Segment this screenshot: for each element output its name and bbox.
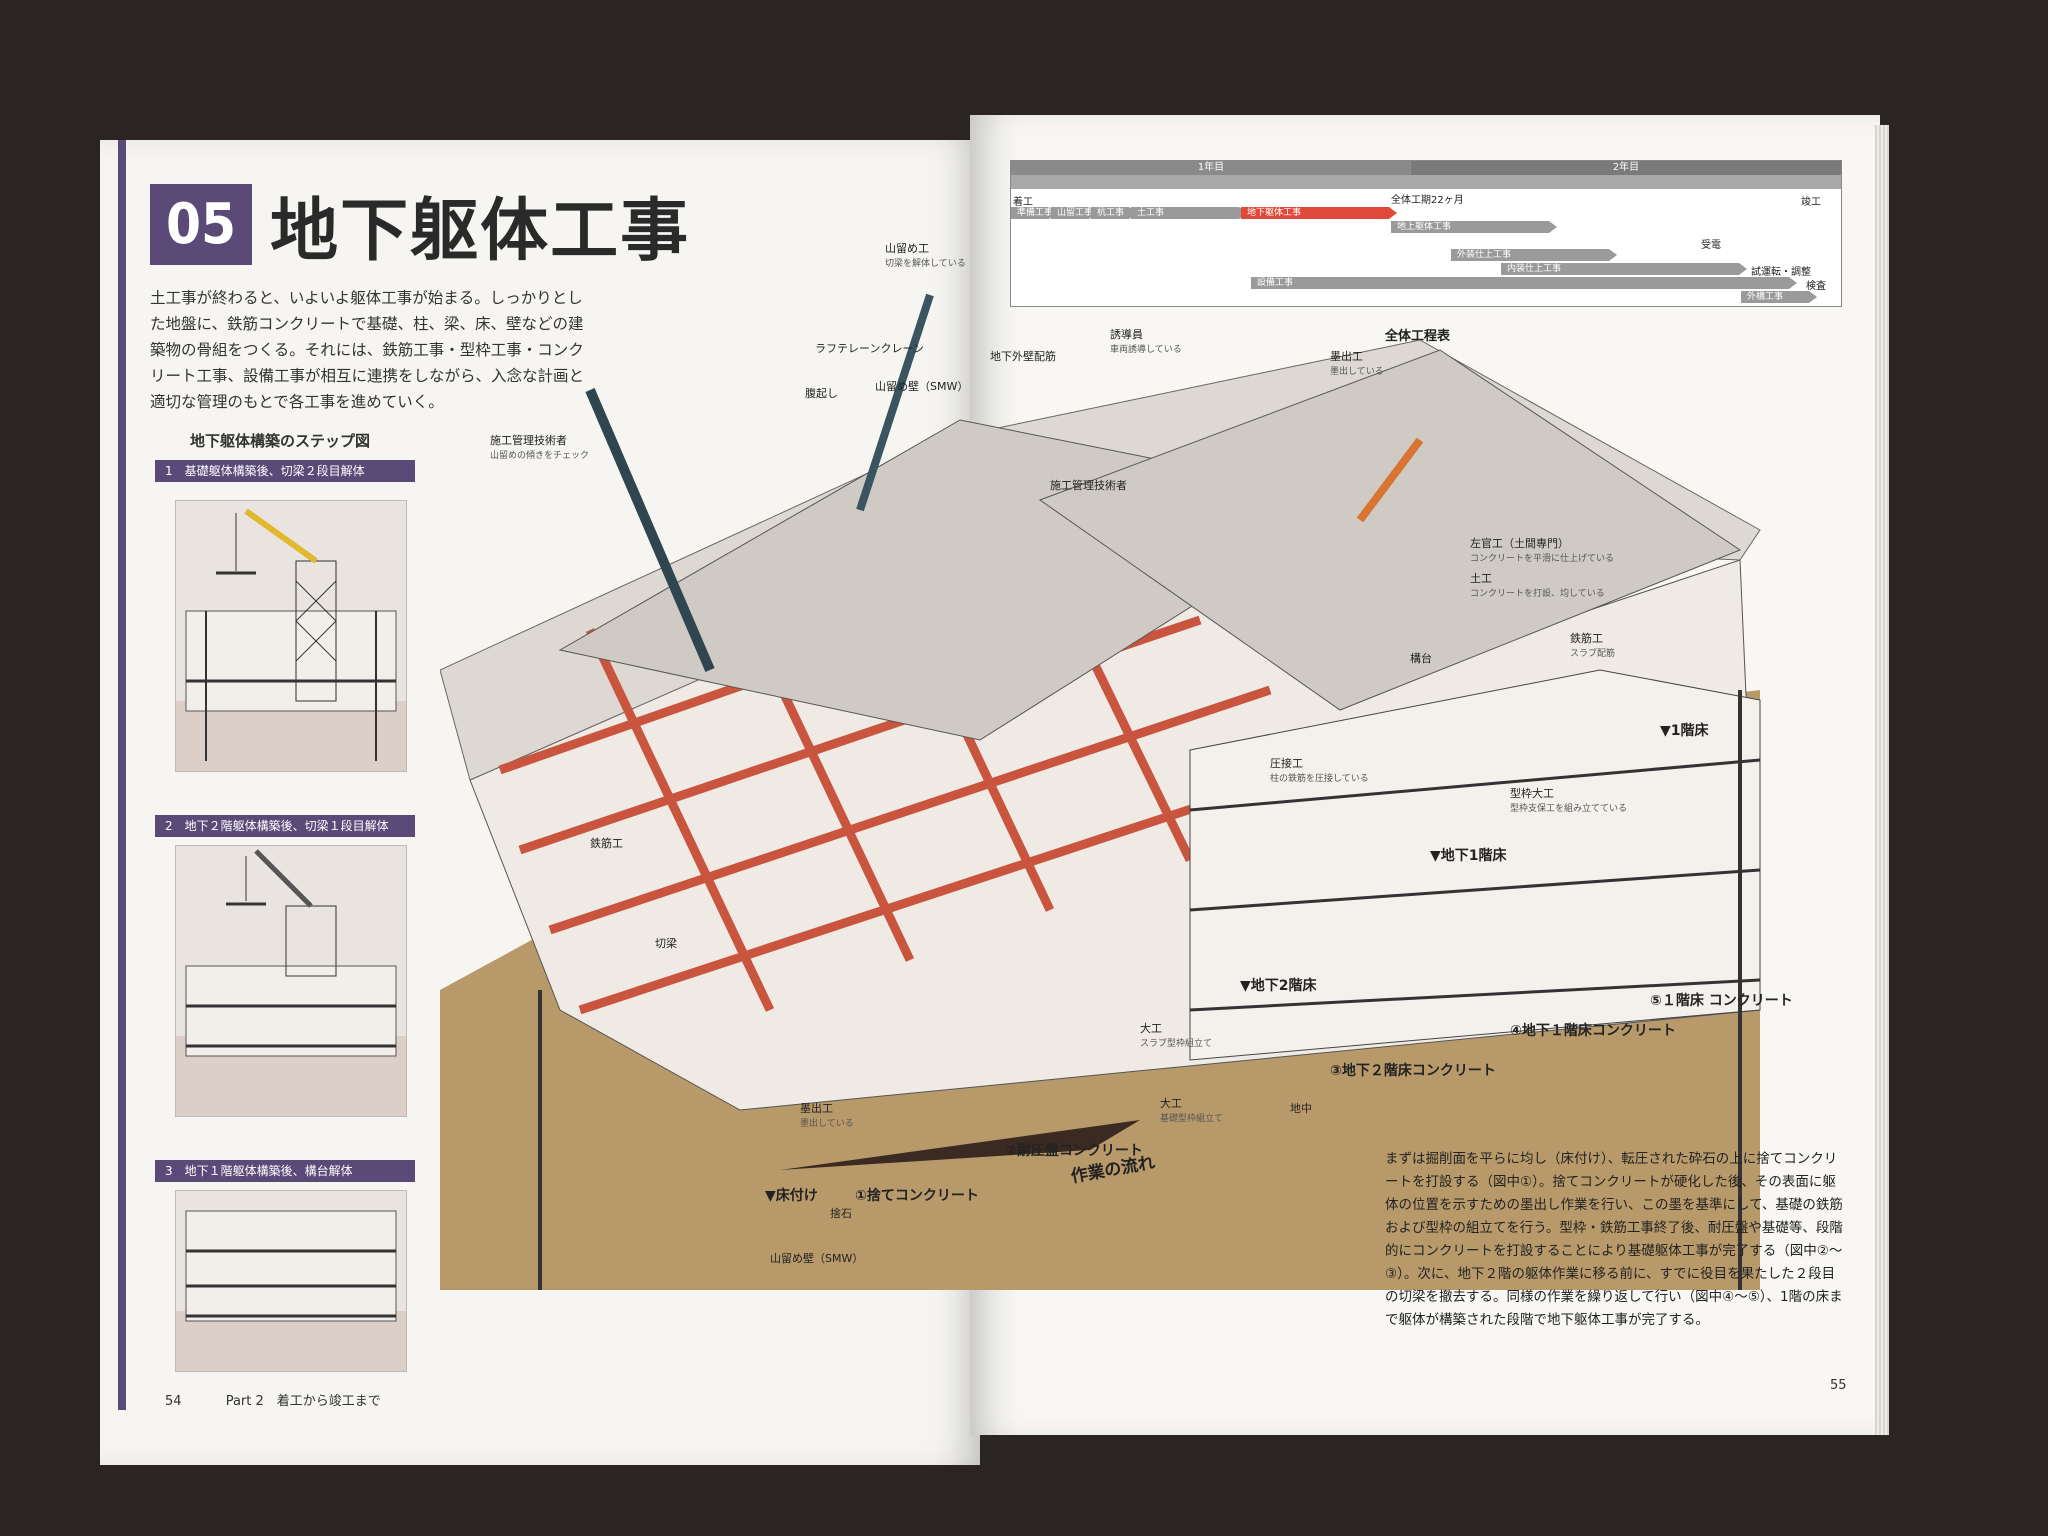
sch-exterior: 外装仕上工事	[1451, 249, 1617, 261]
callout-c2: ラフテレーンクレーン	[815, 342, 924, 355]
callout-c1-title: 山留め工	[885, 242, 929, 255]
stage-4: ④地下１階床コンクリート	[1510, 1023, 1676, 1039]
level-1f: ▼1階床	[1660, 723, 1709, 739]
callout-c11-note: コンクリートを打設、均している	[1470, 589, 1605, 599]
callout-c20: 山留め壁（SMW）	[770, 1252, 864, 1265]
callout-c9-title: 墨出工	[1330, 350, 1363, 363]
sch-inspection: 検査	[1806, 281, 1826, 292]
callout-c9: 墨出工墨出している	[1330, 348, 1384, 377]
callout-c8: 施工管理技術者	[1050, 479, 1127, 492]
callout-c6: 誘導員車両誘導している	[1110, 326, 1182, 355]
sch-commissioning: 試運転・調整	[1751, 267, 1811, 278]
callout-c12: 鉄筋工スラブ配筋	[1570, 630, 1615, 659]
chapter-title: 地下躯体工事	[270, 192, 691, 271]
callout-c19-note: 基礎型枠組立て	[1160, 1114, 1224, 1124]
chapter-header: 05 地下躯体工事	[150, 175, 690, 274]
callout-c10: 左官工（土間専門） コンクリートを平滑に仕上げている	[1470, 535, 1614, 564]
stage-2: ②耐圧盤コンクリート	[1005, 1143, 1143, 1159]
steps-heading: 地下躯体構築のステップ図	[190, 432, 371, 450]
sch-piles: 杭工事	[1091, 207, 1137, 219]
chapter-rule	[118, 140, 126, 1410]
level-b1: ▼地下1階床	[1430, 848, 1507, 864]
callout-c10-title: 左官工（土間専門）	[1470, 537, 1569, 550]
sch-basement: 地下躯体工事	[1241, 207, 1397, 219]
callout-c10-note: コンクリートを平滑に仕上げている	[1470, 554, 1615, 564]
level-base: ▼床付け	[765, 1188, 818, 1204]
callout-c15: 型枠大工型枠支保工を組み立てている	[1510, 785, 1627, 814]
callout-c12-note: スラブ配筋	[1570, 649, 1616, 659]
callout-c6-note: 車両誘導している	[1110, 345, 1182, 355]
callout-c5-note: 山留めの傾きをチェック	[490, 451, 590, 461]
left-folio: 54 Part 2 着工から竣工まで	[165, 1390, 381, 1409]
callout-c1: 山留め工切梁を解体している	[885, 240, 966, 269]
callout-c11: 土工コンクリートを打設、均している	[1470, 570, 1605, 599]
month-band	[1011, 175, 1841, 189]
callout-c19-title: 大工	[1160, 1097, 1182, 1110]
part-label: Part 2 着工から竣工まで	[225, 1394, 381, 1409]
callout-c17-note: スラブ型枠組立て	[1140, 1039, 1213, 1049]
callout-c16: 圧接工柱の鉄筋を圧接している	[1270, 755, 1369, 784]
page-number-right: 55	[1830, 1378, 1847, 1393]
callout-c22: 構台	[1410, 652, 1432, 665]
sch-power: 受電	[1701, 240, 1721, 251]
callout-c1-note: 切梁を解体している	[885, 259, 966, 269]
callout-c7: 地下外壁配筋	[990, 350, 1056, 363]
stage-5: ⑤１階床 コンクリート	[1650, 993, 1793, 1009]
sch-start: 着工	[1013, 197, 1033, 208]
sch-landscape: 外構工事	[1741, 291, 1817, 303]
callout-c18: 墨出工墨出している	[800, 1100, 854, 1129]
callout-c15-note: 型枠支保工を組み立てている	[1510, 804, 1628, 814]
callout-c5-title: 施工管理技術者	[490, 434, 567, 447]
sch-completion: 竣工	[1801, 197, 1821, 208]
sch-interior: 内装仕上工事	[1501, 263, 1747, 275]
level-b2: ▼地下2階床	[1240, 978, 1317, 994]
callout-c5: 施工管理技術者山留めの傾きをチェック	[490, 432, 589, 461]
page-edges	[1875, 125, 1889, 1435]
sch-superstructure: 地上躯体工事	[1391, 221, 1557, 233]
callout-c9-note: 墨出している	[1330, 367, 1384, 377]
construction-illustration	[440, 290, 1860, 1290]
callout-c11-title: 土工	[1470, 572, 1492, 585]
callout-c21: 捨石	[830, 1207, 852, 1220]
callout-c16-note: 柱の鉄筋を圧接している	[1270, 774, 1369, 784]
callout-c3: 山留め壁（SMW）	[875, 380, 969, 393]
sch-mep: 設備工事	[1251, 277, 1797, 289]
callout-c14: 切梁	[655, 937, 677, 950]
callout-c13: 鉄筋工	[590, 837, 623, 850]
sch-prep: 準備工事	[1011, 207, 1057, 219]
stage-3: ③地下２階床コンクリート	[1330, 1063, 1496, 1079]
callout-c17: 大工スラブ型枠組立て	[1140, 1020, 1212, 1049]
step-band-1: 1 基礎躯体構築後、切梁２段目解体	[155, 460, 415, 482]
sch-earth-retaining: 山留工事	[1051, 207, 1097, 219]
callout-c6-title: 誘導員	[1110, 328, 1143, 341]
step-diagram-1	[175, 500, 407, 772]
callout-c15-title: 型枠大工	[1510, 787, 1554, 800]
callout-c18-title: 墨出工	[800, 1102, 833, 1115]
overall-schedule: 1年目 2年目 着工 準備工事 山留工事 杭工事 土工事 地下躯体工事 地上躯体…	[1010, 160, 1842, 307]
callout-c19: 大工基礎型枠組立て	[1160, 1095, 1223, 1124]
step-diagram-3	[175, 1190, 407, 1372]
lead-paragraph: 土工事が終わると、いよいよ躯体工事が始まる。しっかりとした地盤に、鉄筋コンクリー…	[150, 289, 585, 411]
sch-earthwork: 土工事	[1131, 207, 1247, 219]
year-1-band: 1年目	[1011, 161, 1411, 175]
step-band-3: 3 地下１階躯体構築後、構台解体	[155, 1160, 415, 1182]
step-band-2: 2 地下２階躯体構築後、切梁１段目解体	[155, 815, 415, 837]
callout-c18-note: 墨出している	[800, 1119, 854, 1129]
chapter-number: 05	[150, 184, 253, 265]
stage-1: ①捨てコンクリート	[855, 1188, 979, 1204]
body-paragraph: まずは掘削面を平らに均し（床付け）、転圧された砕石の上に捨てコンクリートを打設す…	[1385, 1151, 1843, 1328]
callout-c17-title: 大工	[1140, 1022, 1162, 1035]
year-2-band: 2年目	[1411, 161, 1841, 175]
callout-c16-title: 圧接工	[1270, 757, 1303, 770]
callout-c23: 地中	[1290, 1102, 1312, 1115]
callout-c12-title: 鉄筋工	[1570, 632, 1603, 645]
schedule-caption: 全体工程表	[1385, 329, 1451, 344]
sch-total: 全体工期22ヶ月	[1391, 195, 1464, 206]
page-number-left: 54	[165, 1394, 182, 1409]
step-diagram-2	[175, 845, 407, 1117]
callout-c4: 腹起し	[805, 387, 838, 400]
